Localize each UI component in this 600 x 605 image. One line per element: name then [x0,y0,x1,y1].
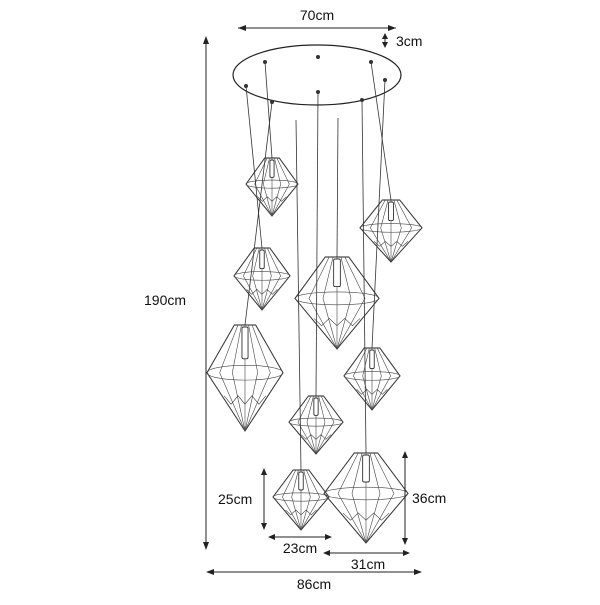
pendant-7 [288,91,344,455]
large-height-label: 36cm [412,490,446,506]
large-height-dimension: 36cm [402,451,446,545]
small-height-dimension: 25cm [218,468,267,530]
total-height-dimension: 190cm [144,36,209,550]
plate-thickness-dimension: 3cm [382,33,422,49]
pendant-5 [206,101,284,432]
pendant-8 [272,119,330,531]
large-width-label: 31cm [351,556,385,572]
total-height-label: 190cm [144,292,186,308]
small-width-dimension: 23cm [268,534,332,556]
pendant-3 [233,85,291,311]
small-height-label: 25cm [218,491,252,507]
large-width-dimension: 31cm [323,550,410,572]
pendant-6 [343,79,401,411]
plate-width-label: 70cm [300,7,334,23]
plate-width-dimension: 70cm [238,7,396,31]
total-width-label: 86cm [297,576,331,592]
pendant-9 [323,99,409,544]
pendant-1 [245,61,299,217]
pendants-group [206,61,423,544]
pendant-4 [294,117,380,350]
plate-thickness-label: 3cm [396,33,422,49]
small-width-label: 23cm [283,540,317,556]
total-width-dimension: 86cm [206,569,422,592]
